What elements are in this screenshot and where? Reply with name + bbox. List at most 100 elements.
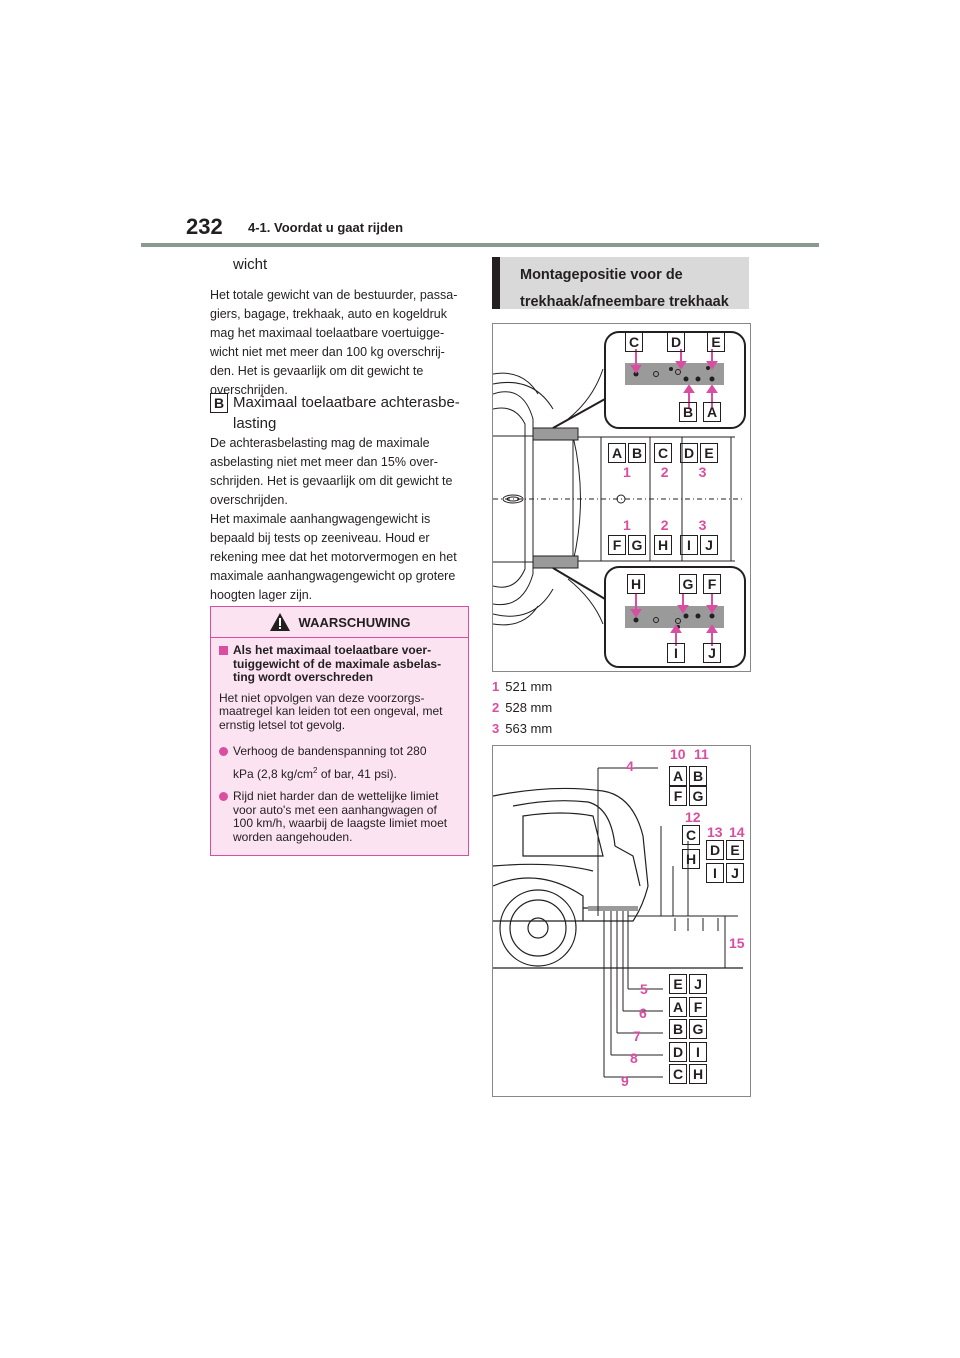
dim-number-1: 1 bbox=[623, 464, 631, 480]
label-g: G bbox=[689, 1019, 707, 1039]
label-g: G bbox=[679, 574, 697, 594]
label-h: H bbox=[654, 535, 672, 555]
warning-title: WAARSCHUWING bbox=[298, 614, 411, 630]
pair-b-g: B G bbox=[669, 1019, 707, 1039]
pair-f-g: F G bbox=[669, 786, 707, 806]
bottom-inset-labels-top: G F bbox=[679, 574, 721, 594]
dim-number-10: 10 bbox=[670, 746, 686, 762]
pair-i-j: I J bbox=[706, 863, 744, 883]
label-b: B bbox=[628, 443, 646, 463]
dim-number-14: 14 bbox=[729, 824, 745, 840]
label-e: E bbox=[707, 332, 725, 352]
label-c: C bbox=[682, 825, 700, 845]
dim-number-3: 3 bbox=[698, 517, 707, 533]
dim-numbers-bottom: 1 2 3 bbox=[623, 517, 706, 533]
label-i: I bbox=[706, 863, 724, 883]
warning-header: WAARSCHUWING bbox=[211, 607, 468, 638]
label-a: A bbox=[669, 766, 687, 786]
label-f: F bbox=[703, 574, 721, 594]
round-bullet-icon bbox=[219, 747, 228, 756]
pair-a-b: A B bbox=[669, 766, 707, 786]
label-h: H bbox=[689, 1064, 707, 1084]
dim-number-2: 2 bbox=[660, 517, 669, 533]
section-title: 4-1. Voordat u gaat rijden bbox=[248, 220, 404, 235]
figure-top-view: C D E B A A B C D E 1 2 3 1 2 3 F G H I … bbox=[492, 323, 751, 672]
dim-number-1: 1 bbox=[623, 517, 631, 533]
label-b: B bbox=[689, 766, 707, 786]
label-a: A bbox=[669, 997, 687, 1017]
dim-number-5: 5 bbox=[640, 981, 648, 997]
label-a: A bbox=[703, 402, 721, 422]
label-g: G bbox=[628, 535, 646, 555]
label-e: E bbox=[669, 974, 687, 994]
partial-heading: wicht bbox=[233, 256, 268, 273]
label-e: E bbox=[700, 443, 718, 463]
dim-number-7: 7 bbox=[633, 1028, 641, 1044]
row-a-e: A B C D E bbox=[608, 443, 718, 463]
label-i: I bbox=[689, 1042, 707, 1062]
label-f: F bbox=[669, 786, 687, 806]
warning-body: Als het maximaal toelaatbare voer-tuigge… bbox=[211, 638, 468, 850]
dim-number-3: 3 bbox=[698, 464, 707, 480]
pair-a-f: A F bbox=[669, 997, 707, 1017]
label-d: D bbox=[669, 1042, 687, 1062]
page-number: 232 bbox=[186, 214, 223, 239]
label-j: J bbox=[700, 535, 718, 555]
round-bullet-icon bbox=[219, 792, 228, 801]
dim-number-11: 11 bbox=[694, 746, 709, 762]
row-f-j: F G H I J bbox=[608, 535, 718, 555]
dim-number-6: 6 bbox=[639, 1005, 647, 1021]
pair-e-j: E J bbox=[669, 974, 707, 994]
dim-number-13: 13 bbox=[707, 824, 723, 840]
label-d: D bbox=[667, 332, 685, 352]
label-h: H bbox=[682, 849, 700, 869]
dim-number-9: 9 bbox=[621, 1073, 629, 1089]
label-b-box: B bbox=[210, 393, 228, 413]
dim-number-4: 4 bbox=[626, 758, 634, 774]
label-h: H bbox=[627, 574, 645, 594]
figure-side-view: 4 10 11 12 13 14 15 5 6 7 8 9 A B F G C … bbox=[492, 745, 751, 1097]
label-e: E bbox=[726, 840, 744, 860]
warning-triangle-icon bbox=[269, 613, 290, 631]
label-j: J bbox=[689, 974, 707, 994]
header-divider bbox=[141, 243, 819, 247]
label-i: I bbox=[667, 643, 685, 663]
top-inset-labels: C D E bbox=[625, 332, 725, 352]
dim-number-2: 2 bbox=[660, 464, 669, 480]
label-d: D bbox=[680, 443, 698, 463]
label-i: I bbox=[680, 535, 698, 555]
dim-number-12: 12 bbox=[685, 809, 701, 825]
label-f: F bbox=[689, 997, 707, 1017]
pair-c-h: C H bbox=[669, 1064, 707, 1084]
label-b: B bbox=[679, 402, 697, 422]
warning-subheading: Als het maximaal toelaatbare voer-tuigge… bbox=[219, 643, 460, 685]
label-d: D bbox=[706, 840, 724, 860]
heading-rear-axle: Maximaal toelaatbare achterasbe-lasting bbox=[233, 394, 460, 432]
top-inset-labels-bottom: B A bbox=[679, 402, 721, 422]
dim-number-8: 8 bbox=[630, 1050, 638, 1066]
label-c: C bbox=[625, 332, 643, 352]
pair-d-i: D I bbox=[669, 1042, 707, 1062]
warning-bullet-speed: Rijd niet harder dan de wettelijke limie… bbox=[219, 789, 460, 844]
square-bullet-icon bbox=[219, 646, 228, 655]
warning-text: Het niet opvolgen van deze voorzorgs-maa… bbox=[219, 690, 443, 732]
paragraph-gross-weight: Het totale gewicht van de bestuurder, pa… bbox=[210, 288, 458, 397]
label-c: C bbox=[669, 1064, 687, 1084]
label-a: A bbox=[608, 443, 626, 463]
label-g: G bbox=[689, 786, 707, 806]
label-c: C bbox=[654, 443, 672, 463]
dim-number-15: 15 bbox=[729, 935, 745, 951]
label-j: J bbox=[726, 863, 744, 883]
warning-box: WAARSCHUWING Als het maximaal toelaatbar… bbox=[210, 606, 469, 856]
pair-d-e: D E bbox=[706, 840, 744, 860]
label-j: J bbox=[703, 643, 721, 663]
label-f: F bbox=[608, 535, 626, 555]
dim-numbers-top: 1 2 3 bbox=[623, 464, 706, 480]
